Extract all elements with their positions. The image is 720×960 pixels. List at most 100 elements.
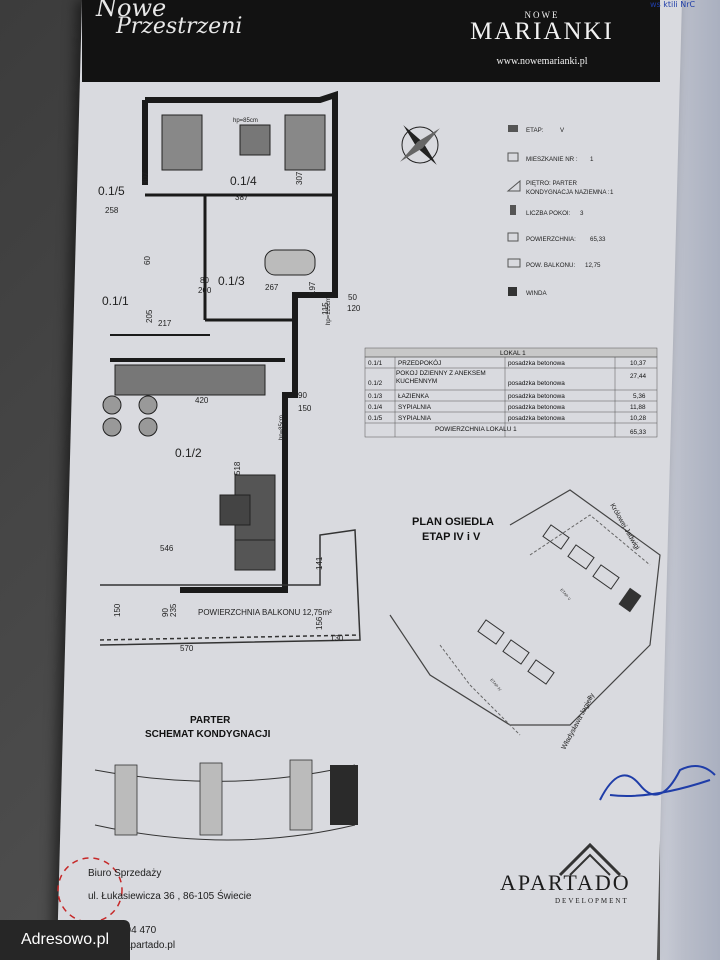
kondygnacja-label: KONDYGNACJA NAZIEMNA : xyxy=(526,189,610,196)
powierzchnia-value: 65,33 xyxy=(590,236,606,243)
row-5-floor: posadzka betonowa xyxy=(508,415,565,422)
brand-large: MARIANKI xyxy=(470,18,614,45)
hp-label-3: hp=115cm xyxy=(326,297,332,325)
row-1-floor: posadzka betonowa xyxy=(508,360,565,367)
room-label-0-1-4: 0.1/4 xyxy=(230,174,257,188)
apartado-subtitle: DEVELOPMENT xyxy=(555,897,629,905)
room-label-0-1-2: 0.1/2 xyxy=(175,446,202,460)
parter-schematic: PARTER SCHEMAT KONDYGNACJI xyxy=(94,715,358,841)
dim-150: 150 xyxy=(298,404,312,413)
floor-plan-sheet: 0.1/4 0.1/3 0.1/1 0.1/2 0.1/5 307 387 30… xyxy=(94,90,661,841)
mieszkanie-label: MIESZKANIE NR : xyxy=(526,156,578,163)
row-3-id: 0.1/3 xyxy=(368,393,383,400)
etap-icon xyxy=(508,125,518,132)
row-4-floor: posadzka betonowa xyxy=(508,404,565,411)
room-label-0-1-5: 0.1/5 xyxy=(98,184,125,198)
dim-115: 115 xyxy=(321,302,330,315)
apartado-name: APARTADO xyxy=(500,870,631,895)
site-etap-iv: ETAP IV xyxy=(489,677,503,692)
pokoje-value: 3 xyxy=(580,210,584,217)
red-stamp xyxy=(57,857,123,923)
apartment-walls xyxy=(110,90,338,593)
office-phone: 504 470 xyxy=(120,925,157,936)
row-5-area: 10,28 xyxy=(630,415,646,422)
dim-141: 141 xyxy=(315,556,324,570)
furniture xyxy=(102,114,326,571)
row-1-id: 0.1/1 xyxy=(368,360,383,367)
header-script-line1: Nowe xyxy=(96,0,167,22)
dim-258: 258 xyxy=(105,206,119,215)
row-3-floor: posadzka betonowa xyxy=(508,393,565,400)
mieszkanie-value: 1 xyxy=(590,156,594,163)
dim-205: 205 xyxy=(145,309,154,323)
header-script-line2: Przestrzeni xyxy=(116,14,243,39)
adresowo-watermark[interactable]: Adresowo.pl xyxy=(0,920,130,960)
dim-200: 200 xyxy=(198,286,212,295)
row-2-id: 0.1/2 xyxy=(368,380,383,387)
powierzchnia-label: POWIERZCHNIA: xyxy=(526,236,576,243)
elevator-icon xyxy=(508,287,517,296)
brand-website: www.nowemarianki.pl xyxy=(496,56,588,67)
room-label-0-1-3: 0.1/3 xyxy=(218,274,245,288)
row-2-area: 27,44 xyxy=(630,373,646,380)
balcony-area-label: POWIERZCHNIA BALKONU 12,75m² xyxy=(198,608,332,617)
row-2-name: POKÓJ DZIENNY Z ANEKSEM KUCHENNYM xyxy=(396,370,486,385)
row-3-name: ŁAZIENKA xyxy=(398,393,430,400)
dim-197: 197 xyxy=(308,281,317,295)
etap-value: V xyxy=(560,127,565,134)
area-icon xyxy=(507,232,519,242)
dim-307-b: 307 xyxy=(295,171,304,185)
row-2-floor: posadzka betonowa xyxy=(508,380,565,387)
winda-label: WINDA xyxy=(526,290,547,297)
dim-80: 80 xyxy=(200,276,209,285)
brochure-header: Nowe Przestrzeni NOWE MARIANKI www.nowem… xyxy=(82,0,660,82)
table-title: LOKAL 1 xyxy=(500,350,526,357)
kondygnacja-value: 1 xyxy=(610,189,614,196)
dim-60: 60 xyxy=(143,256,152,265)
dim-50: 50 xyxy=(348,293,357,302)
table-total-value: 65,33 xyxy=(630,429,646,436)
dim-267: 267 xyxy=(265,283,279,292)
dim-90: 90 xyxy=(298,391,307,400)
row-5-id: 0.1/5 xyxy=(368,415,383,422)
row-4-name: SYPIALNIA xyxy=(398,404,432,411)
dim-130: 130 xyxy=(330,634,344,643)
table-total-label: POWIERZCHNIA LOKALU 1 xyxy=(435,426,517,433)
row-3-area: 5,36 xyxy=(633,393,646,400)
dim-387: 387 xyxy=(235,193,249,202)
site-plan-title-2: ETAP IV i V xyxy=(422,531,481,543)
balcony-icon xyxy=(507,258,521,268)
dim-546: 546 xyxy=(160,544,174,553)
row-1-area: 10,37 xyxy=(630,360,646,367)
dim-235: 235 xyxy=(169,603,178,617)
office-line-2: ul. Łukasiewicza 36 , 86-105 Świecie xyxy=(88,891,252,902)
balkon-label: POW. BALKONU: xyxy=(526,262,575,269)
hp-label-2: hp=85cm xyxy=(279,415,285,440)
parter-title-1: PARTER xyxy=(190,715,231,726)
dim-420: 420 xyxy=(195,396,209,405)
pokoje-label: LICZBA POKOI: xyxy=(526,210,571,217)
dim-307-a: 307 xyxy=(141,171,150,185)
rooms-table: LOKAL 1 0.1/1 PRZEDPOKÓJ posadzka betono… xyxy=(364,347,658,438)
apartment-icon xyxy=(507,152,519,162)
office-line-1: Biuro Sprzedaży xyxy=(88,868,162,879)
door-icon xyxy=(510,205,516,215)
office-email: apartado.pl xyxy=(125,940,176,951)
etap-label: ETAP: xyxy=(526,127,544,134)
dim-156: 156 xyxy=(315,616,324,630)
row-1-name: PRZEDPOKÓJ xyxy=(398,358,441,367)
handwritten-note: ws ktili NrC xyxy=(650,0,696,9)
dim-518: 518 xyxy=(233,461,242,475)
row-4-area: 11,88 xyxy=(630,404,646,411)
row-5-name: SYPIALNIA xyxy=(398,415,432,422)
site-plan-title-1: PLAN OSIEDLA xyxy=(412,516,494,528)
signature-scribble xyxy=(599,765,716,801)
apartado-logo-icon xyxy=(558,842,622,877)
balkon-value: 12,75 xyxy=(585,262,601,269)
site-plan: PLAN OSIEDLA ETAP IV i V Królowej Jadwig… xyxy=(389,489,661,751)
legend: ETAP: V MIESZKANIE NR : 1 PIĘTRO: PARTER… xyxy=(506,125,614,297)
hp-label-1: hp=85cm xyxy=(233,118,258,124)
dim-570: 570 xyxy=(180,644,194,653)
dim-120: 120 xyxy=(347,304,361,313)
site-etap-v: ETAP V xyxy=(559,587,572,601)
